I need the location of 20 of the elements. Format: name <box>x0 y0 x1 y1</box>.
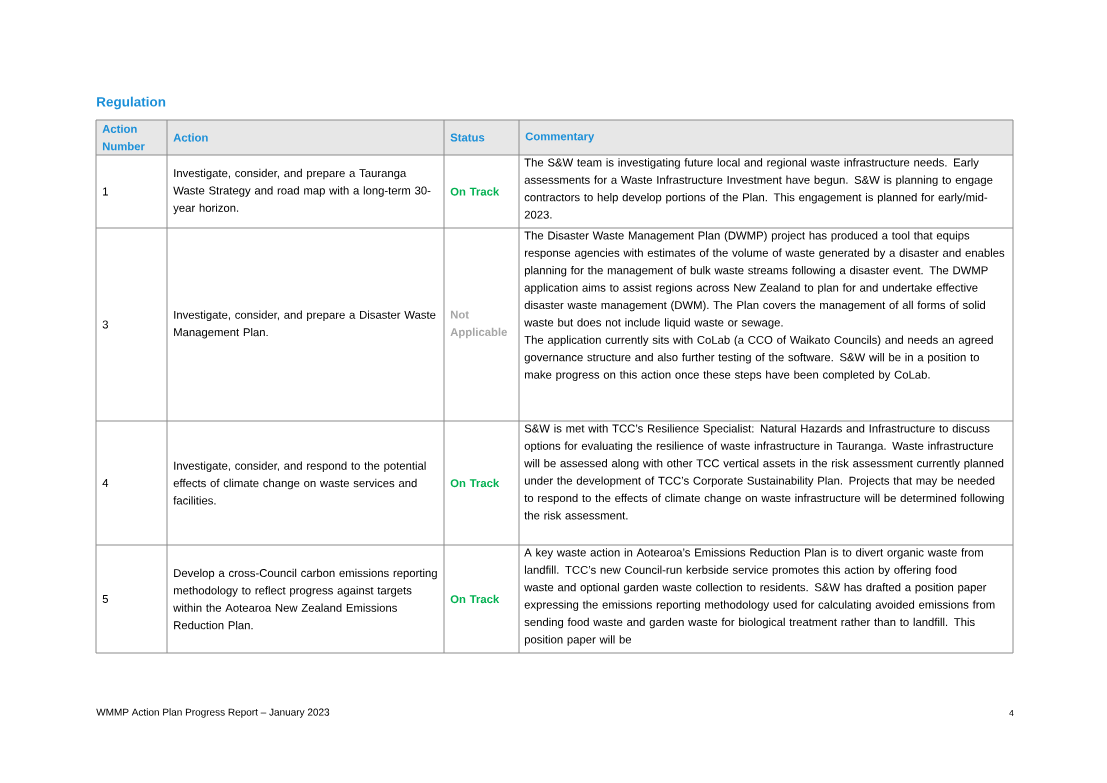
commentary-text: A key waste action in Aotearoa’s Emissions Reduction Plan is to divert organic waste from landfill. TCC’s new Council-run kerbside service promotes this action by offering food waste and optional garden waste collection to residents. S&W has drafted a position paper expressing the emissions reporting methodology used for calculating avoided emissions from sending food waste and garden waste for biological treatment rather than to landfill. This position paper will be <box>524 548 995 646</box>
commentary-text: The S&W team is investigating future local and regional waste infrastructure needs. Early assessments for a Waste Infrastructure Investment have begun. S&W is planning to engage contractors to help develop portions of the Plan. This engagement is planned for early/mid-2023. <box>524 158 993 219</box>
status-text: On Track <box>450 187 500 196</box>
action-number: 3 <box>102 320 108 329</box>
action-number: 5 <box>102 595 108 603</box>
status-text: On Track <box>450 478 500 488</box>
action-number: 4 <box>102 479 109 487</box>
commentary-text: The application currently sits with CoLab (a CCO of Waikato Councils) and needs an agreed governance structure and also further testing of the software. S&W will be in a position to make progress on this action once these steps have been completed by CoLab. <box>524 335 993 381</box>
action-text: Investigate, consider, and prepare a Tauranga Waste Strategy and road map with a long-term 30-year horizon. <box>173 168 431 215</box>
action-text: Investigate, consider, and respond to the potential effects of climate change on waste services and facilities. <box>173 461 426 505</box>
commentary-text: S&W is met with TCC’s Resilience Specialist: Natural Hazards and Infrastructure to discuss options for evaluating the resilience of waste infrastructure in Tauranga. Waste infrastructure will be assessed along with other TCC vertical assets in the risk assessment currently planned under the development of TCC’s Corporate Sustainability Plan. Projects that may be needed to respond to the effects of climate change on waste infrastructure will be determined following the risk assessment. <box>524 424 1004 520</box>
status-text: Not Applicable <box>450 310 507 339</box>
action-text: Develop a cross-Council carbon emissions reporting methodology to reflect progress against targets within the Aotearoa New Zealand Emissions Reduction Plan. <box>173 568 437 630</box>
status-text: On Track <box>450 594 500 604</box>
page-number: 4 <box>1009 710 1014 716</box>
action-number: 1 <box>103 187 108 196</box>
footer-text: WMMP Action Plan Progress Report – January 2023 <box>96 708 330 718</box>
commentary-text: The Disaster Waste Management Plan (DWMP) project has produced a tool that equips response agencies with estimates of the volume of waste generated by a disaster and enables planning for the management of bulk waste streams following a disaster event. The DWMP application aims to assist regions across New Zealand to plan for and undertake effective disaster waste management (DWM). The Plan covers the management of all forms of solid waste but does not include liquid waste or sewage. <box>524 231 1005 329</box>
action-text: Investigate, consider, and prepare a Disaster Waste Management Plan. <box>174 310 436 339</box>
section-title: Regulation <box>97 96 166 110</box>
